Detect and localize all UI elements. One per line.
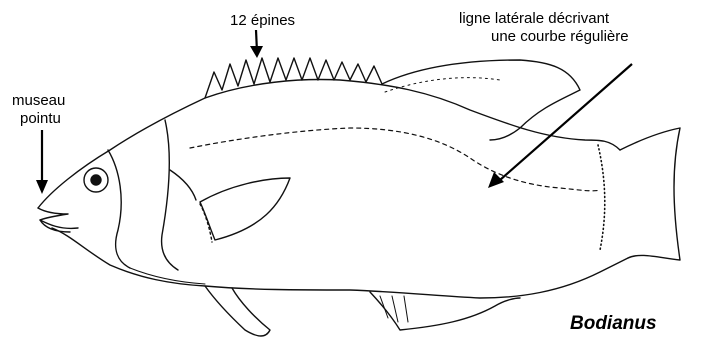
fish-belly-outline xyxy=(52,228,628,298)
snout-label-line1: museau xyxy=(12,92,65,110)
fish-pelvic-fin xyxy=(205,286,270,336)
fish-eye-inner xyxy=(91,175,101,185)
lateral-line-label-line2: une courbe régulière xyxy=(491,28,629,46)
lateral-line-label-line1: ligne latérale décrivant xyxy=(459,10,609,28)
fish-back-outline xyxy=(38,80,620,208)
fish-tail-upper xyxy=(620,128,680,260)
fish-tail-base xyxy=(598,145,605,250)
fish-lateral-line xyxy=(190,128,600,191)
fish-cheek xyxy=(170,170,196,200)
spines-label: 12 épines xyxy=(230,12,295,30)
genus-name: Bodianus xyxy=(570,313,657,335)
fish-pectoral-fin xyxy=(200,178,290,240)
lateral-line-arrow xyxy=(500,64,632,180)
fish-operculum xyxy=(108,150,130,268)
snout-label-line2: pointu xyxy=(20,110,61,128)
fish-dorsal-soft-fin xyxy=(382,60,580,140)
fish-dorsal-spines xyxy=(205,58,382,98)
fish-gill-line xyxy=(162,120,178,270)
